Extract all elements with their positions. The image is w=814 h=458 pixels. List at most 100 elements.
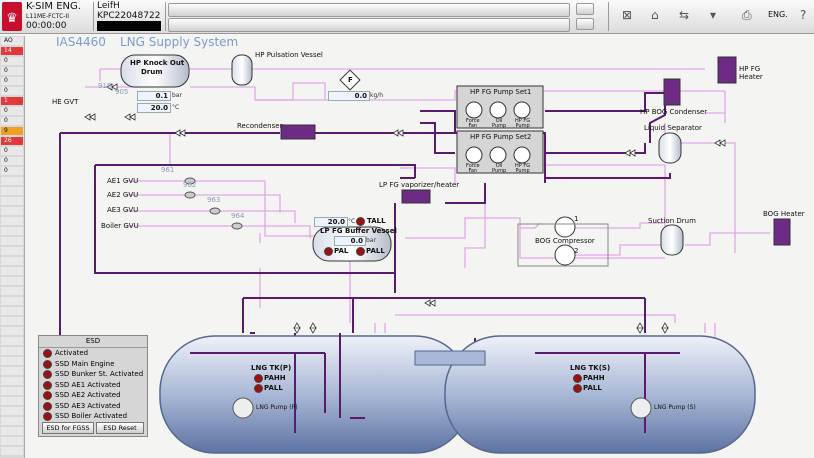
alarm-slot[interactable] <box>1 247 23 255</box>
lng-pump-starboard[interactable] <box>630 397 652 419</box>
alarm-group[interactable]: 14 <box>1 47 23 55</box>
print-icon[interactable]: ⎙ <box>742 8 752 22</box>
boiler-gvu-label: Boiler GVU <box>101 222 139 230</box>
scroll-down-button[interactable] <box>576 18 594 30</box>
lp-vaporizer-label: LP FG vaporizer/heater <box>379 181 460 189</box>
alarm-slot[interactable] <box>1 387 23 395</box>
alarm-slot[interactable] <box>1 217 23 225</box>
alarm-group[interactable]: 0 <box>1 57 23 65</box>
alarm-slot[interactable] <box>1 327 23 335</box>
valve-962-label: 962 <box>183 181 197 189</box>
alarm-slot[interactable] <box>1 427 23 435</box>
alarm-slot[interactable] <box>1 267 23 275</box>
home-icon[interactable]: ⌂ <box>651 8 659 22</box>
pipe <box>325 90 725 101</box>
alarm-group[interactable]: 0 <box>1 167 23 175</box>
alarm-slot[interactable] <box>1 417 23 425</box>
close-window-icon[interactable]: ⊠ <box>622 8 633 22</box>
help-icon[interactable]: ? <box>800 8 807 22</box>
esd-for-fgss-button[interactable]: ESD for FGSS <box>42 422 94 434</box>
scroll-up-button[interactable] <box>576 3 594 15</box>
suction-drum[interactable] <box>660 224 684 256</box>
ae1-gvu-label: AE1 GVU <box>107 177 139 185</box>
tank-connection <box>414 350 486 366</box>
divider <box>93 2 94 31</box>
back-forward-icon[interactable]: ⇆ <box>679 8 690 22</box>
alarm-slot[interactable] <box>1 357 23 365</box>
alarm-group[interactable]: 0 <box>1 157 23 165</box>
alarm-group[interactable]: 0 <box>1 147 23 155</box>
alarm-slot[interactable] <box>1 337 23 345</box>
pipe <box>420 122 455 154</box>
lp-fg-vaporizer[interactable] <box>401 189 431 204</box>
alarm-slot[interactable] <box>1 177 23 185</box>
alarm-group[interactable]: 0 <box>1 77 23 85</box>
divider <box>608 2 609 31</box>
flow-meter-label: F <box>348 76 353 84</box>
recondenser[interactable] <box>280 124 316 140</box>
esd-led <box>43 349 52 358</box>
hp-knock-out-drum[interactable] <box>120 54 190 88</box>
alarm-group[interactable]: 0 <box>1 107 23 115</box>
system-name: LNG Supply System <box>120 35 239 49</box>
alarm-group[interactable]: AO <box>1 37 23 45</box>
alarm-slot[interactable] <box>1 227 23 235</box>
hp-fg-pump-label: HP FG Pump <box>515 163 531 174</box>
message-bar-2[interactable] <box>168 18 570 32</box>
liquid-separator[interactable] <box>658 132 682 164</box>
dropdown-icon[interactable]: ▾ <box>710 8 717 22</box>
alarm-slot[interactable] <box>1 297 23 305</box>
esd-item: SSD Bunker St. Activated <box>39 369 147 380</box>
flow-meter[interactable] <box>339 69 361 91</box>
alarm-slot[interactable] <box>1 317 23 325</box>
alarm-group[interactable]: 0 <box>1 87 23 95</box>
bog-compressor-2[interactable] <box>554 244 576 266</box>
alarm-group[interactable]: 26 <box>1 137 23 145</box>
alarm-slot[interactable] <box>1 257 23 265</box>
esd-panel: ESD Activated SSD Main Engine SSD Bunker… <box>38 335 148 437</box>
bog-compressor-frame <box>517 223 609 267</box>
tall-alarm-led <box>356 217 365 226</box>
esd-led <box>43 370 52 379</box>
buffer-pressure-unit: bar <box>366 237 376 244</box>
alarm-slot[interactable] <box>1 447 23 455</box>
esd-item: Activated <box>39 348 147 359</box>
valve-964-label: 964 <box>231 212 245 220</box>
pipe <box>565 244 665 256</box>
alarm-slot[interactable] <box>1 437 23 445</box>
alarm-slot[interactable] <box>1 287 23 295</box>
alarm-group[interactable]: 0 <box>1 117 23 125</box>
hp-pulsation-vessel[interactable] <box>231 54 253 86</box>
esd-reset-button[interactable]: ESD Reset <box>96 422 144 434</box>
lng-pump-port[interactable] <box>232 397 254 419</box>
language-label[interactable]: ENG. <box>768 10 788 19</box>
alarm-slot[interactable] <box>1 377 23 385</box>
alarm-slot[interactable] <box>1 367 23 375</box>
message-bar[interactable] <box>168 3 570 17</box>
alarm-slot[interactable] <box>1 347 23 355</box>
alarm-slot[interactable] <box>1 277 23 285</box>
alarm-group[interactable]: 9 <box>1 127 23 135</box>
alarm-slot[interactable] <box>1 407 23 415</box>
esd-item-label: SSD Main Engine <box>55 359 115 368</box>
alarm-slot[interactable] <box>1 237 23 245</box>
ko-temp-value: 20.0 <box>137 103 171 113</box>
hp-knock-out-drum-label: HP Knock Out <box>130 59 185 67</box>
hp-fg-heater[interactable] <box>717 56 737 84</box>
esd-title: ESD <box>39 336 147 348</box>
alarm-slot[interactable] <box>1 187 23 195</box>
pipe <box>545 173 671 179</box>
lng-tank-starboard <box>444 335 756 454</box>
esd-item-label: SSD AE2 Activated <box>55 391 121 399</box>
bog-compressor-1[interactable] <box>554 216 576 238</box>
alarm-slot[interactable] <box>1 397 23 405</box>
bog-heater[interactable] <box>773 218 791 246</box>
pipe <box>95 203 396 274</box>
alarm-slot[interactable] <box>1 207 23 215</box>
alarm-group[interactable]: 1 <box>1 97 23 105</box>
alarm-slot[interactable] <box>1 307 23 315</box>
alarm-slot[interactable] <box>1 197 23 205</box>
valve-961-label: 961 <box>161 166 175 174</box>
hp-bog-condenser[interactable] <box>663 78 681 106</box>
alarm-group[interactable]: 0 <box>1 67 23 75</box>
